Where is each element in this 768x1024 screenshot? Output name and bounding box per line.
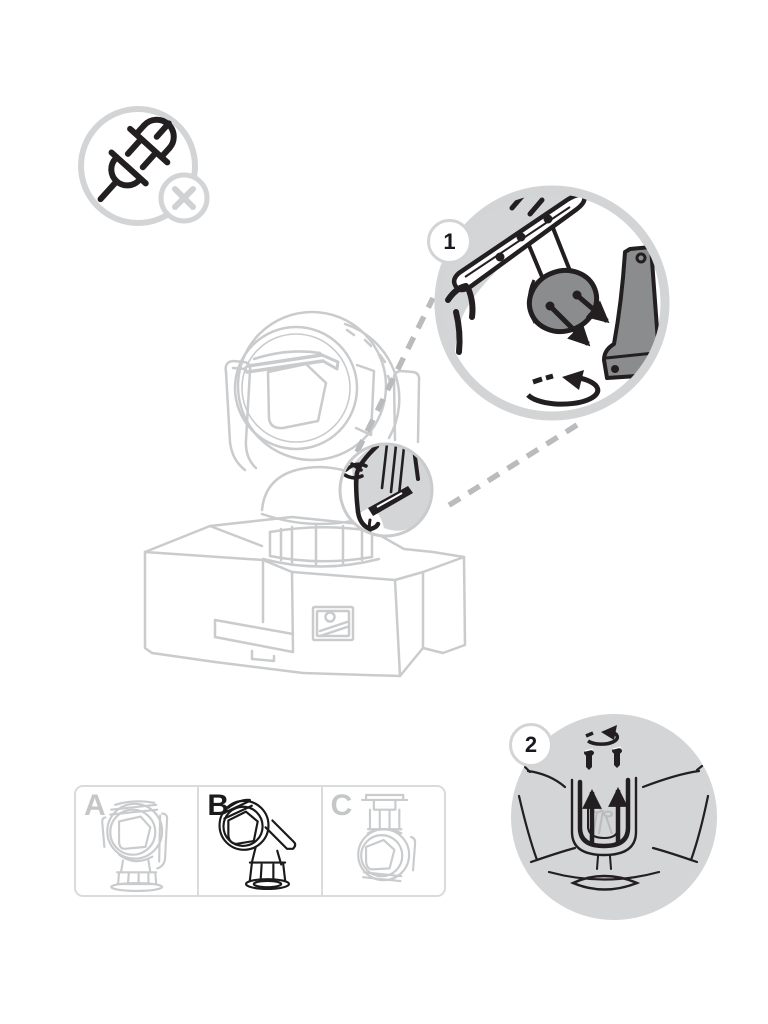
step2-number: 2: [524, 732, 538, 757]
step1-badge: 1: [427, 219, 472, 264]
step2-detail-circle: [511, 714, 717, 920]
option-cell-a: A: [76, 787, 200, 895]
option-a-camera-art: [101, 800, 169, 892]
option-cell-b: B: [199, 787, 323, 895]
option-b-camera-art: [218, 798, 297, 891]
option-b-label: B: [207, 789, 229, 822]
step1-number: 1: [443, 228, 456, 254]
pedestal-box-art: [143, 515, 467, 678]
insert-direction-arrows: [550, 295, 610, 347]
screw-up-arrows: [582, 787, 628, 845]
x-cross-icon: [172, 186, 196, 210]
option-cell-c: C: [323, 787, 444, 895]
step2-badge: 2: [509, 723, 553, 767]
zoom-dashed-lines: [354, 296, 579, 512]
spring-bracket: [602, 245, 661, 380]
rotate-counterclockwise-icon: [585, 725, 620, 746]
power-disconnect-icon: [78, 106, 210, 226]
rotate-counterclockwise-icon: [526, 370, 601, 407]
camera-body-silhouette: [517, 764, 710, 891]
option-c-label: C: [330, 789, 353, 822]
dashed-line-lower: [441, 422, 579, 512]
option-a-label: A: [84, 789, 106, 822]
step1-detail-circle: [434, 185, 670, 421]
unplugged-connectors-icon: [97, 116, 177, 203]
screws: [584, 746, 622, 770]
arm-detail-highlight: [338, 442, 434, 538]
orientation-options-panel: A B: [74, 785, 446, 897]
dashed-line-upper: [354, 296, 436, 454]
option-c-camera-art: [356, 793, 416, 883]
